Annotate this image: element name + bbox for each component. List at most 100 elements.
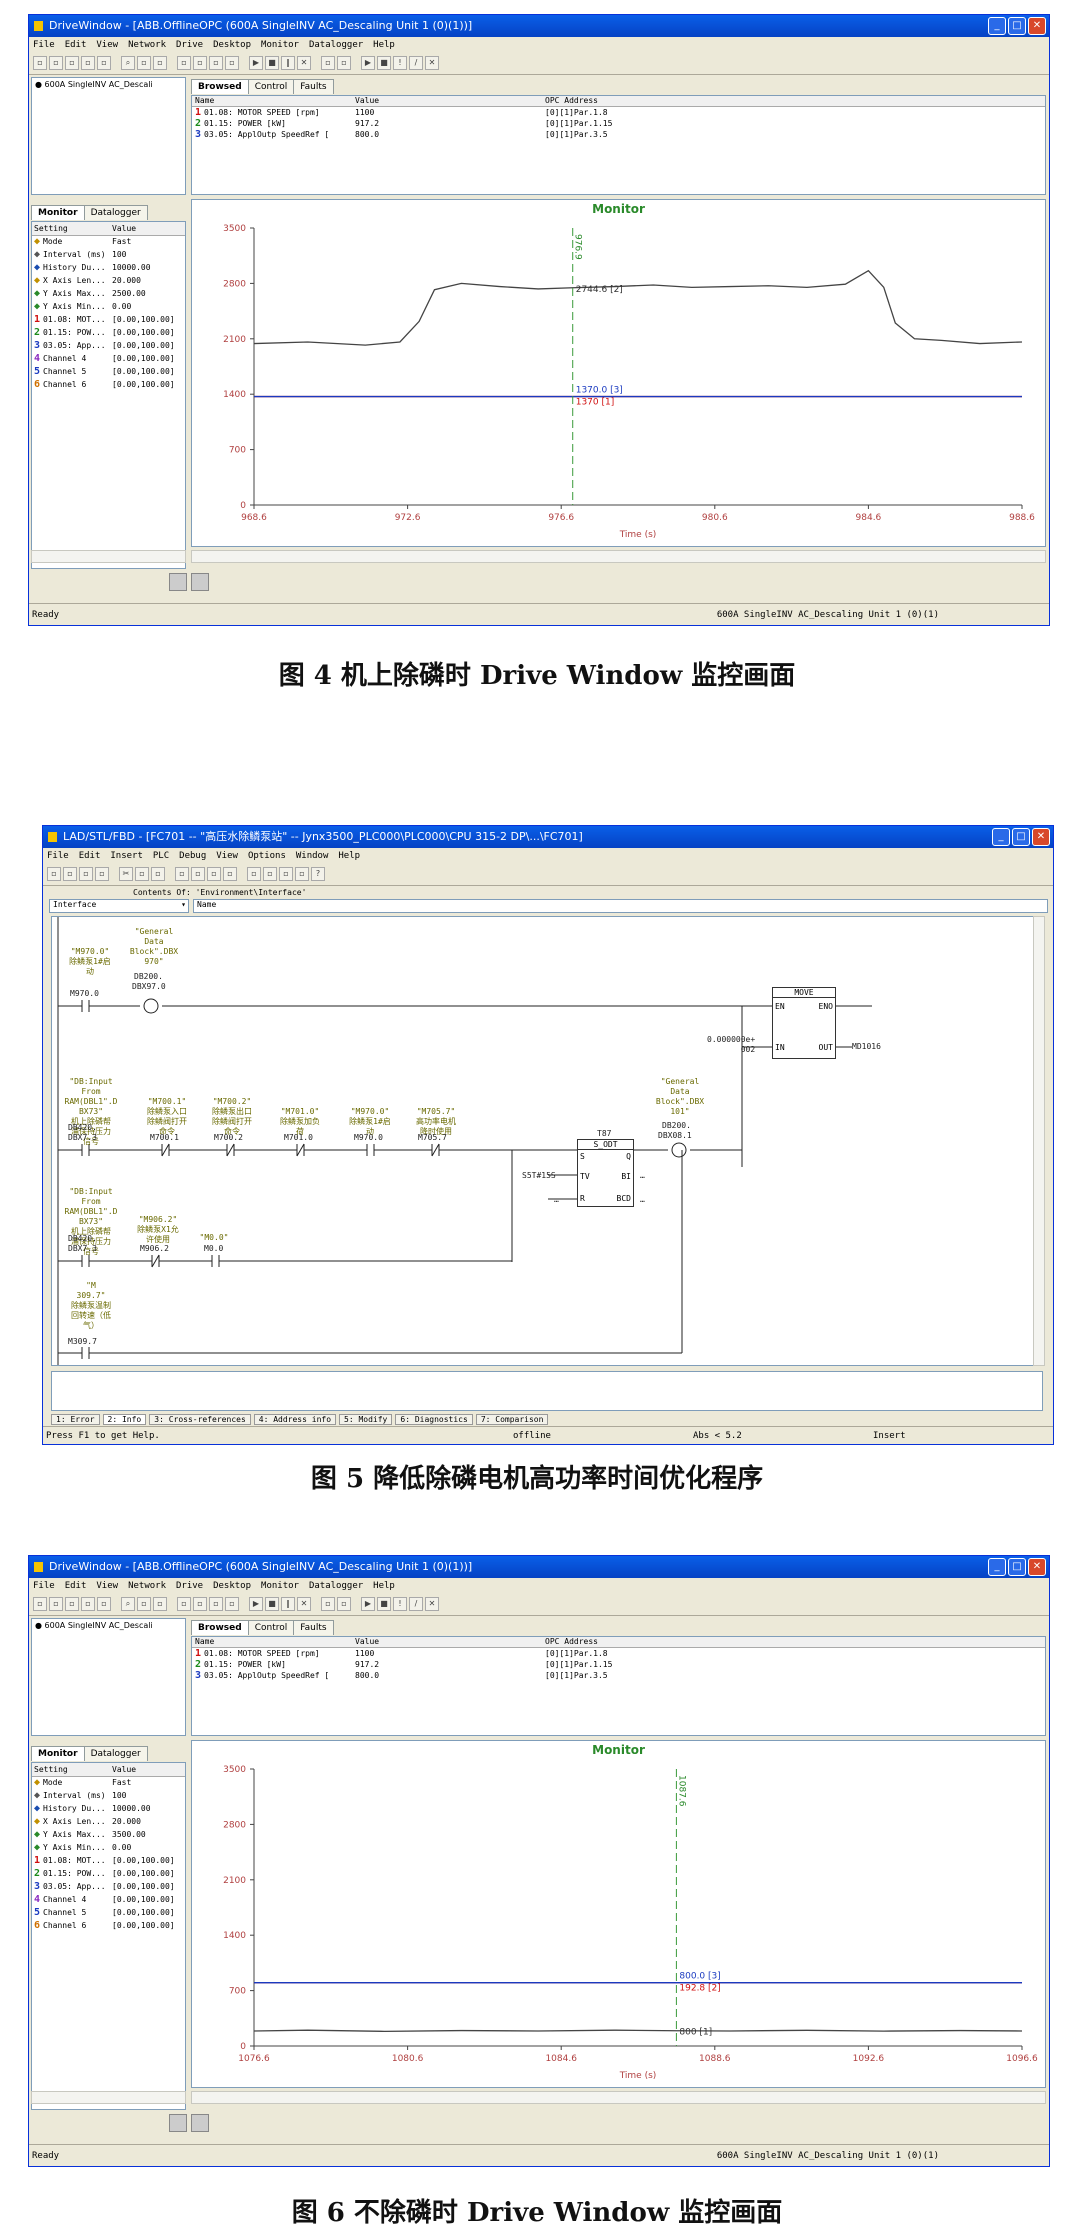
tool-button[interactable]: ▫ [193,56,207,70]
paste-icon[interactable]: ▫ [151,867,165,881]
close-button[interactable]: ✕ [1032,828,1050,846]
save-icon[interactable]: ▫ [79,867,93,881]
print-icon[interactable]: ▫ [95,867,109,881]
stop-icon[interactable]: ■ [377,56,391,70]
tool-button[interactable]: ▫ [225,56,239,70]
tool-button[interactable]: ▫ [337,56,351,70]
tool-button[interactable]: ▫ [153,56,167,70]
menu-desktop[interactable]: Desktop [213,1581,252,1591]
menu-view[interactable]: View [96,40,119,50]
setting-row[interactable]: ◆History Du...10000.00 [32,1802,185,1815]
menu-network[interactable]: Network [128,40,166,50]
ladder-network[interactable]: "M970.0" 除鳞泵1#启 动 M970.0 "General Data B… [51,916,1041,1366]
setting-row[interactable]: ◆X Axis Len...20.000 [32,1815,185,1828]
menu-view[interactable]: View [96,1581,119,1591]
stop-icon[interactable]: ■ [265,1597,279,1611]
menu-edit[interactable]: Edit [64,1581,87,1591]
chart-control-button[interactable] [169,2114,187,2132]
tool-button[interactable]: ▫ [97,56,111,70]
settings-scrollbar[interactable] [31,2091,186,2104]
tab-info[interactable]: 2: Info [102,1414,147,1425]
tab-faults[interactable]: Faults [293,1620,334,1635]
copy-icon[interactable]: ▫ [135,867,149,881]
new-icon[interactable]: ▫ [47,867,61,881]
tool-button[interactable]: ▫ [279,867,293,881]
tool-button[interactable]: ▫ [193,1597,207,1611]
setting-row[interactable]: ◆History Du...10000.00 [32,261,185,274]
setting-row[interactable]: ◆Interval (ms)100 [32,248,185,261]
tab-address-info[interactable]: 4: Address info [253,1414,337,1425]
stop-icon[interactable]: ■ [377,1597,391,1611]
tool-button[interactable]: ▫ [207,867,221,881]
close-button[interactable]: ✕ [1028,1558,1046,1576]
open-icon[interactable]: ▫ [63,867,77,881]
tab-monitor[interactable]: Monitor [31,205,85,220]
tool-button[interactable]: ▫ [209,1597,223,1611]
tool-button[interactable]: ! [393,56,407,70]
menu-monitor[interactable]: Monitor [261,40,299,50]
minimize-button[interactable]: _ [988,17,1006,35]
chart-control-button[interactable] [191,2114,209,2132]
menu-help[interactable]: Help [373,1581,395,1591]
tab-monitor[interactable]: Monitor [31,1746,85,1761]
tool-button[interactable]: ▫ [65,56,79,70]
tool-button[interactable]: ▫ [263,867,277,881]
help-icon[interactable]: ? [311,867,325,881]
tool-button[interactable]: ▫ [49,1597,63,1611]
minimize-button[interactable]: _ [988,1558,1006,1576]
menu-drive[interactable]: Drive [176,40,204,50]
setting-row[interactable]: ◆Y Axis Min...0.00 [32,300,185,313]
tool-button[interactable]: ▫ [337,1597,351,1611]
tree-root[interactable]: ● 600A SingleINV AC_Descali [32,1619,185,1632]
tab-control[interactable]: Control [247,1620,295,1635]
tool-button[interactable]: ▫ [321,56,335,70]
tab-browsed[interactable]: Browsed [191,1620,249,1635]
tool-button[interactable]: / [409,56,423,70]
tool-button[interactable]: ▫ [33,1597,47,1611]
tool-button[interactable]: ▫ [295,867,309,881]
maximize-button[interactable]: □ [1008,17,1026,35]
menu-help[interactable]: Help [373,40,395,50]
play-icon[interactable]: ▶ [249,1597,263,1611]
tab-modify[interactable]: 5: Modify [339,1414,393,1425]
menu-drive[interactable]: Drive [176,1581,204,1591]
tool-button[interactable]: ▫ [33,56,47,70]
menu-desktop[interactable]: Desktop [213,40,252,50]
tool-button[interactable]: ▫ [137,1597,151,1611]
setting-row[interactable]: ◆Interval (ms)100 [32,1789,185,1802]
menu-insert[interactable]: Insert [110,851,143,861]
horizontal-scrollbar[interactable] [191,2091,1046,2104]
horizontal-scrollbar[interactable] [191,550,1046,563]
menu-network[interactable]: Network [128,1581,166,1591]
move-block[interactable]: MOVE EN ENO IN OUT [772,987,836,1059]
tool-button[interactable]: ▫ [81,56,95,70]
tab-datalogger[interactable]: Datalogger [83,205,148,220]
play-icon[interactable]: ▶ [361,56,375,70]
settings-scrollbar[interactable] [31,550,186,563]
tool-button[interactable]: ▫ [209,56,223,70]
pause-icon[interactable]: ‖ [281,56,295,70]
tool-button[interactable]: / [409,1597,423,1611]
maximize-button[interactable]: □ [1008,1558,1026,1576]
cut-icon[interactable]: ✂ [119,867,133,881]
menu-edit[interactable]: Edit [78,851,101,861]
menu-datalogger[interactable]: Datalogger [308,1581,364,1591]
tool-button[interactable]: ▫ [177,1597,191,1611]
tree-root[interactable]: ● 600A SingleINV AC_Descali [32,78,185,91]
delete-icon[interactable]: ✕ [425,1597,439,1611]
vertical-scrollbar[interactable] [1033,916,1045,1366]
close-button[interactable]: ✕ [1028,17,1046,35]
tool-button[interactable]: ▫ [225,1597,239,1611]
tool-button[interactable]: ! [393,1597,407,1611]
tab-datalogger[interactable]: Datalogger [83,1746,148,1761]
tab-control[interactable]: Control [247,79,295,94]
